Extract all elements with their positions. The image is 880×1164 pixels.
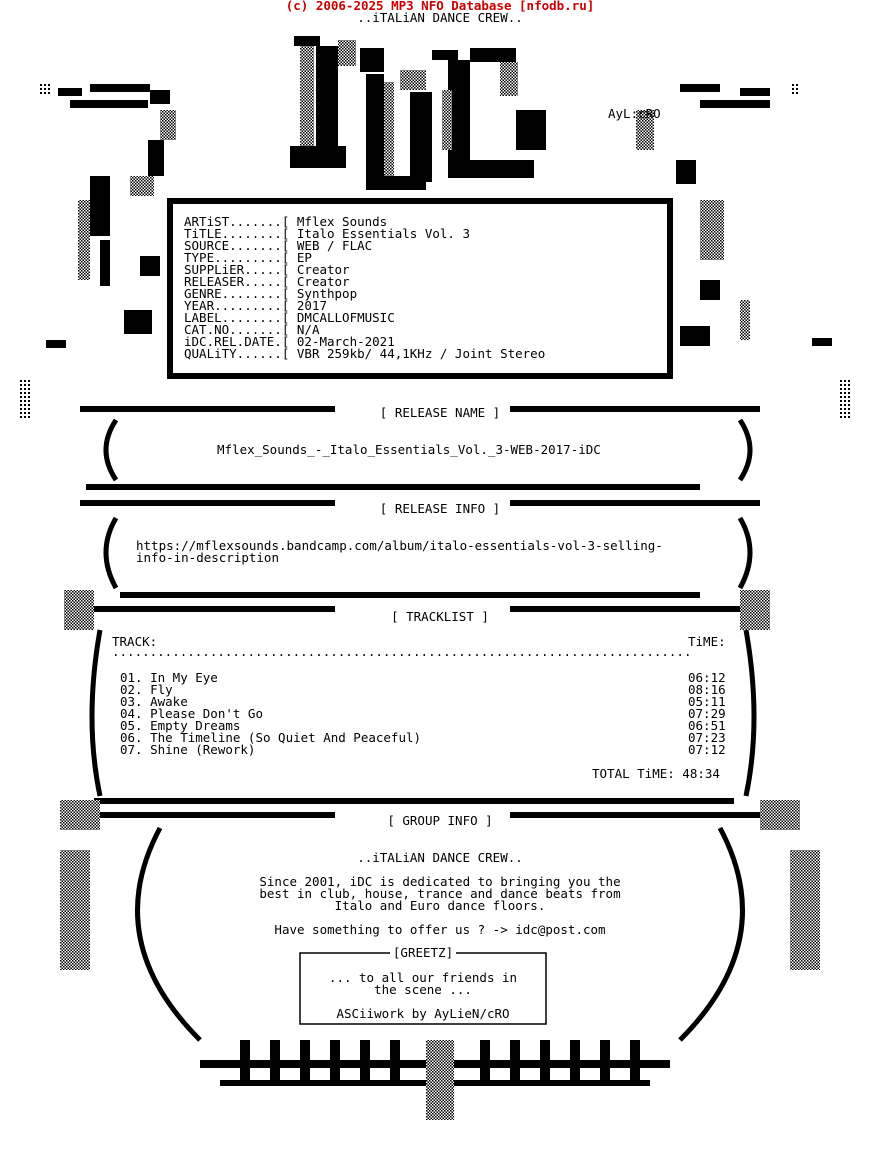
group-info-line3: Italo and Euro dance floors.: [334, 898, 546, 913]
info-row-supplier: SUPPLiER.....[ Creator: [184, 262, 545, 277]
group-crew-tagline: ..iTALiAN DANCE CREW..: [357, 850, 523, 865]
track-row: 05. Empty Dreams 06:51: [120, 718, 730, 733]
info-row-catno: CAT.NO.......[ N/A: [184, 322, 545, 337]
info-value: Creator: [296, 274, 350, 289]
release-name-heading: [ RELEASE NAME ]: [379, 405, 501, 420]
info-label: SOURCE.......[: [184, 238, 290, 253]
info-row-title: TiTLE........[ Italo Essentials Vol. 3: [184, 226, 545, 241]
section-bars: [80, 406, 760, 818]
track-list: 01. In My Eye 06:12 02. Fly 08:16 03. Awak…: [120, 670, 730, 757]
info-value: Synthpop: [296, 286, 358, 301]
info-label: YEAR.........[: [184, 298, 290, 313]
track-row: 04. Please Don't Go 07:29: [120, 706, 730, 721]
total-time: TOTAL TiME: 48:34: [592, 766, 720, 781]
info-label: QUALiTY......[: [184, 346, 290, 361]
track-column-header: TRACK:: [112, 634, 158, 649]
artist-signature: AyL:cRO: [608, 106, 661, 121]
info-label: SUPPLiER.....[: [184, 262, 290, 277]
bottom-ornament: [200, 1040, 670, 1120]
idc-logo: [290, 36, 546, 190]
tracklist-heading: [ TRACKLIST ]: [391, 609, 489, 624]
info-value: WEB / FLAC: [296, 238, 373, 253]
time-column-header: TiME:: [688, 634, 726, 649]
info-label: CAT.NO.......[: [184, 322, 290, 337]
info-value: 02-March-2021: [296, 334, 395, 349]
info-row-genre: GENRE........[ Synthpop: [184, 286, 545, 301]
left-ornament: [20, 84, 176, 420]
info-row-releaser: RELEASER.....[ Creator: [184, 274, 545, 289]
track-time: 07:12: [688, 742, 726, 757]
track-time: 06:51: [688, 718, 726, 733]
release-info-heading: [ RELEASE INFO ]: [379, 501, 501, 516]
info-row-reldate: iDC.REL.DATE.[ 02-March-2021: [184, 334, 545, 349]
right-ornament: [636, 84, 850, 420]
info-label: TYPE.........[: [184, 250, 290, 265]
info-row-year: YEAR.........[ 2017: [184, 298, 545, 313]
info-value: Italo Essentials Vol. 3: [296, 226, 470, 241]
info-row-type: TYPE.........[ EP: [184, 250, 545, 265]
crew-tagline-top: ..iTALiAN DANCE CREW..: [357, 10, 523, 25]
group-info-heading: [ GROUP INFO ]: [387, 813, 493, 828]
ascii-credit: ASCiiwork by AyLieN/cRO: [336, 1006, 510, 1021]
info-label: iDC.REL.DATE.[: [184, 334, 290, 349]
info-row-label: LABEL........[ DMCALLOFMUSIC: [184, 310, 545, 325]
group-info-line2: best in club, house, trance and dance be…: [259, 886, 621, 901]
track-time: 07:23: [688, 730, 726, 745]
info-row-artist: ARTiST.......[ Mflex Sounds: [184, 214, 545, 229]
track-name: 04. Please Don't Go: [120, 706, 263, 721]
release-info-table: ARTiST.......[ Mflex Sounds TiTLE.......…: [184, 214, 546, 361]
info-value: DMCALLOFMUSIC: [296, 310, 395, 325]
greetz-line2: the scene ...: [374, 982, 472, 997]
info-label: RELEASER.....[: [184, 274, 290, 289]
info-value: 2017: [296, 298, 327, 313]
track-row: 03. Awake 05:11: [120, 694, 730, 709]
group-contact[interactable]: Have something to offer us ? -> idc@post…: [274, 922, 606, 937]
track-name: 01. In My Eye: [120, 670, 218, 685]
track-name: 03. Awake: [120, 694, 188, 709]
track-row: 01. In My Eye 06:12: [120, 670, 730, 685]
greetz-heading: [GREETZ]: [392, 945, 454, 960]
track-time: 07:29: [688, 706, 726, 721]
info-row-source: SOURCE.......[ WEB / FLAC: [184, 238, 545, 253]
info-value: Mflex Sounds: [296, 214, 388, 229]
group-info-line1: Since 2001, iDC is dedicated to bringing…: [259, 874, 621, 889]
track-name: 07. Shine (Rework): [120, 742, 256, 757]
info-value: VBR 259kb/ 44,1KHz / Joint Stereo: [296, 346, 546, 361]
info-label: ARTiST.......[: [184, 214, 290, 229]
copyright-line[interactable]: (c) 2006-2025 MP3 NFO Database [nfodb.ru…: [285, 0, 595, 13]
info-value: Creator: [296, 262, 350, 277]
track-name: 05. Empty Dreams: [120, 718, 241, 733]
info-value: N/A: [296, 322, 320, 337]
track-time: 08:16: [688, 682, 726, 697]
track-time: 05:11: [688, 694, 726, 709]
greetz-box-border: [299, 952, 547, 1025]
info-label: LABEL........[: [184, 310, 290, 325]
tracklist-divider: ........................................…: [112, 646, 692, 658]
track-time: 06:12: [688, 670, 726, 685]
info-value: EP: [296, 250, 312, 265]
info-row-quality: QUALiTY......[ VBR 259kb/ 44,1KHz / Join…: [184, 346, 546, 361]
release-info-url-line1[interactable]: https://mflexsounds.bandcamp.com/album/i…: [136, 538, 663, 553]
info-label: TiTLE........[: [184, 226, 290, 241]
info-label: GENRE........[: [184, 286, 290, 301]
release-name-value: Mflex_Sounds_-_Italo_Essentials_Vol._3-W…: [217, 442, 601, 457]
track-row: 06. The Timeline (So Quiet And Peaceful)…: [120, 730, 730, 745]
track-name: 02. Fly: [120, 682, 173, 697]
info-box-border: [167, 198, 673, 379]
track-row: 02. Fly 08:16: [120, 682, 730, 697]
track-row: 07. Shine (Rework) 07:12: [120, 742, 730, 757]
release-info-url-line2[interactable]: info-in-description: [136, 550, 279, 565]
track-name: 06. The Timeline (So Quiet And Peaceful): [120, 730, 422, 745]
greetz-line1: ... to all our friends in: [328, 970, 518, 985]
